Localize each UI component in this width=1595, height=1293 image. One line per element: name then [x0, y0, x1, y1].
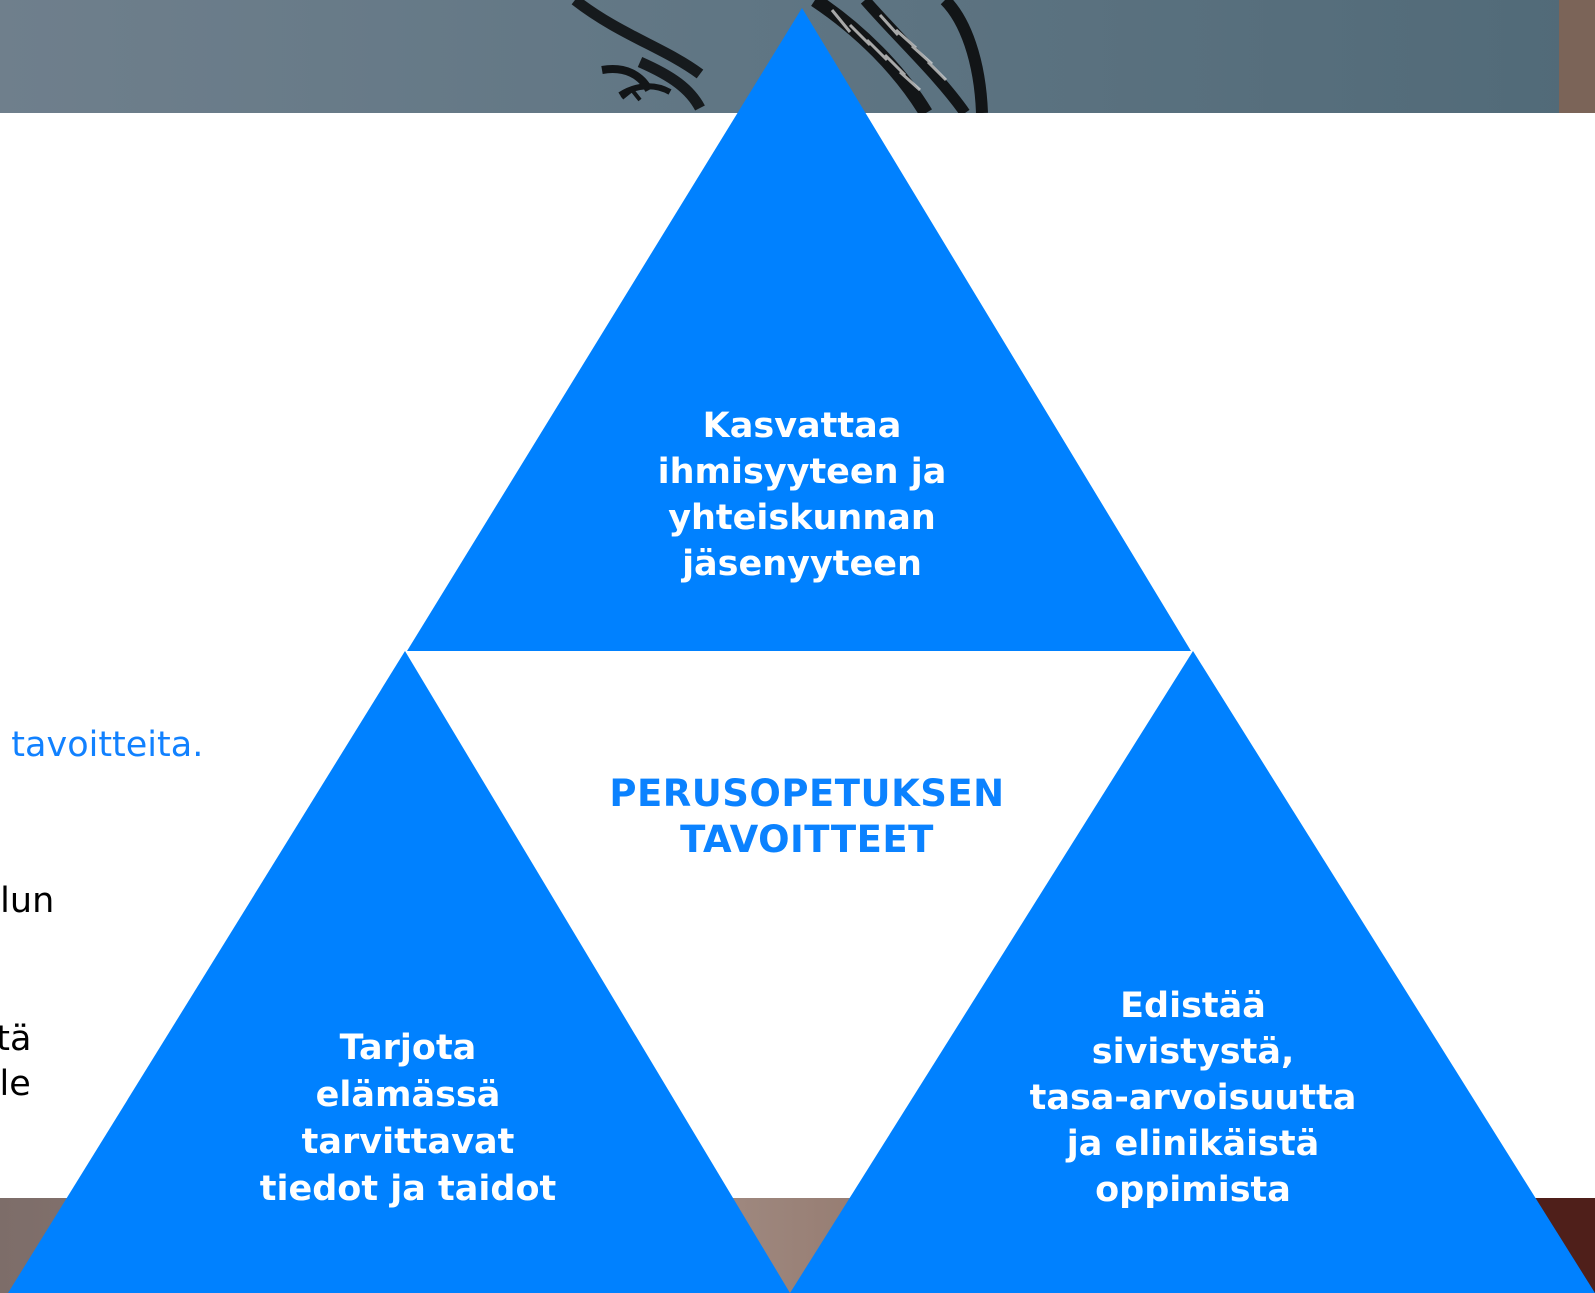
top-goal-line-2: ihmisyyteen ja	[658, 452, 947, 492]
right-goal-line-1: Edistää	[1120, 986, 1266, 1026]
right-goal-line-5: oppimista	[1095, 1170, 1291, 1210]
left-goal-line-1: Tarjota	[340, 1028, 477, 1068]
partial-text-line-sta: stä	[0, 1019, 32, 1059]
center-title-line-1: PERUSOPETUKSEN	[609, 772, 1004, 815]
partial-text-line-ulun: ulun	[0, 881, 55, 921]
top-right-photo-shadow	[1559, 0, 1595, 113]
decorative-bird-illustration	[571, 0, 988, 113]
right-goal-line-2: sivistystä,	[1092, 1032, 1295, 1072]
left-goal-triangle	[8, 651, 790, 1293]
right-goal-line-4: ja elinikäistä	[1065, 1124, 1320, 1164]
right-goal-line-3: tasa-arvoisuutta	[1030, 1078, 1357, 1118]
left-goal-line-4: tiedot ja taidot	[260, 1169, 556, 1209]
center-title-line-2: TAVOITTEET	[680, 818, 934, 861]
partial-goals-text: n tavoitteita.	[0, 725, 204, 765]
left-goal-line-3: tarvittavat	[302, 1122, 515, 1162]
top-goal-line-1: Kasvattaa	[703, 406, 902, 446]
left-goal-line-2: elämässä	[316, 1075, 501, 1115]
partial-text-line-ele: ele	[0, 1064, 31, 1104]
top-goal-line-4: jäsenyyteen	[680, 544, 922, 584]
top-goal-line-3: yhteiskunnan	[668, 498, 936, 538]
top-goal-triangle	[407, 8, 1191, 651]
right-goal-triangle	[790, 651, 1595, 1293]
